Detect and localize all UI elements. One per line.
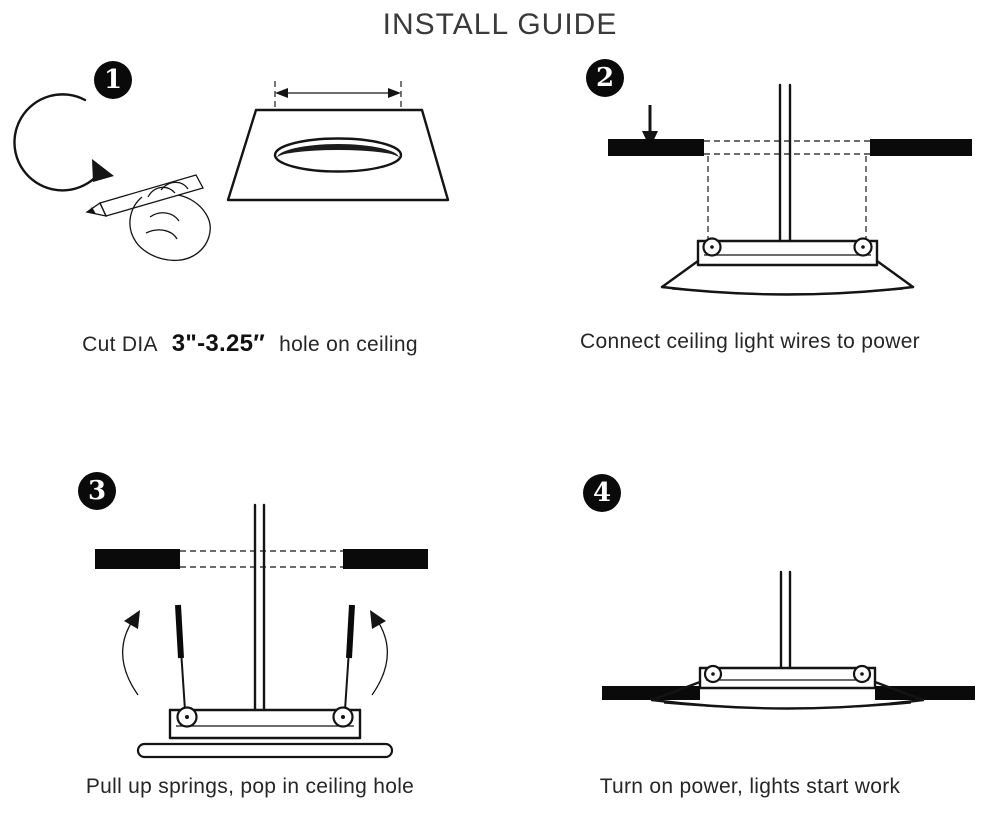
step-2-illustration	[608, 83, 972, 296]
step-3-caption: Pull up springs, pop in ceiling hole	[85, 775, 415, 798]
ceiling-cross-section	[95, 549, 428, 569]
step-2-number: 2	[595, 63, 615, 93]
rotation-arrow-icon	[13, 93, 114, 192]
step-3-illustration	[95, 503, 428, 759]
step-1-caption: Cut DIA 3"-3.25″ hole on ceiling	[0, 330, 500, 358]
step-4-caption: Turn on power, lights start work	[599, 775, 901, 798]
step-1-illustration	[13, 81, 450, 262]
step-3: 3	[0, 460, 500, 820]
fixture-stem	[253, 503, 266, 712]
step-1-caption-suffix: hole on ceiling	[279, 333, 418, 356]
page-title: INSTALL GUIDE	[382, 8, 618, 41]
downlight-fixture-drawing	[698, 664, 877, 690]
ceiling-cross-section	[602, 686, 975, 700]
step-4-illustration	[602, 570, 975, 710]
spring-left-icon	[175, 604, 186, 711]
trim-plate	[136, 742, 394, 759]
step-2-caption: Connect ceiling light wires to power	[580, 330, 920, 353]
step-2-number-badge: 2	[586, 59, 624, 97]
fixture-stem	[779, 570, 792, 670]
spring-right-icon	[344, 604, 355, 711]
step-3-number-badge: 3	[78, 472, 116, 510]
step-4: 4	[500, 460, 1000, 820]
power-wires	[778, 83, 792, 243]
step-3-number: 3	[87, 476, 107, 506]
pull-up-arrow-right-icon	[370, 610, 388, 696]
step-2: 2	[500, 55, 1000, 405]
hand-pencil-icon	[85, 174, 211, 262]
pull-up-arrow-left-icon	[122, 610, 140, 696]
step-1-number: 1	[103, 65, 123, 95]
ceiling-cross-section	[608, 139, 972, 241]
step-1: 1	[0, 55, 500, 405]
step-4-number-badge: 4	[583, 474, 621, 512]
ceiling-panel-drawing	[226, 108, 450, 202]
step-1-caption-prefix: Cut DIA	[82, 333, 158, 356]
downlight-fixture-drawing	[660, 237, 915, 296]
dimension-arrows	[274, 81, 402, 108]
step-1-dia-text: 3"-3.25″	[171, 330, 266, 357]
step-4-number: 4	[592, 478, 612, 508]
downlight-fixture-drawing	[136, 706, 394, 759]
trim-flange	[650, 680, 925, 710]
step-1-number-badge: 1	[94, 61, 132, 99]
